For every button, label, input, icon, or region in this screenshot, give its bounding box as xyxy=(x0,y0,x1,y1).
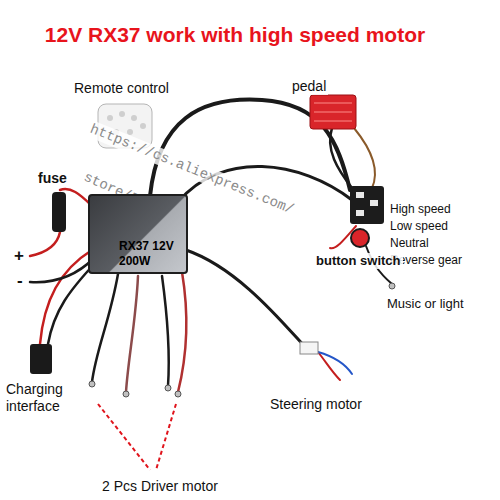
gear-switch-slot xyxy=(356,192,364,198)
connectors xyxy=(30,283,395,397)
controller-label: RX37 12V 200W xyxy=(119,239,181,268)
wire-tip xyxy=(89,381,95,387)
title: 12V RX37 work with high speed motor xyxy=(45,22,425,47)
gear-label: Neutral xyxy=(388,236,431,250)
gear-label: Low speed xyxy=(388,219,450,233)
motor-wire xyxy=(92,274,118,382)
gear-switch-slot xyxy=(370,200,378,206)
part-label: 2 Pcs Driver motor xyxy=(100,478,220,495)
part-label: fuse xyxy=(36,170,69,187)
pedal-picture xyxy=(310,95,356,129)
remote-key xyxy=(119,111,125,117)
gear-switch-picture xyxy=(350,186,384,247)
battery-plus-wire xyxy=(30,232,60,256)
gear-switch-slot xyxy=(356,210,364,216)
polarity-sign: - xyxy=(15,271,25,291)
motor-wire xyxy=(178,272,186,392)
gear-switch-body xyxy=(350,186,384,224)
steering-connector xyxy=(300,342,318,354)
steering-wire xyxy=(186,250,306,348)
charging-plug xyxy=(30,344,52,374)
remote-key xyxy=(107,115,113,121)
steering-lead xyxy=(318,352,352,374)
wire-tip xyxy=(165,385,171,391)
controller-box: RX37 12V 200W xyxy=(88,194,188,274)
motor-wire xyxy=(126,276,138,392)
part-label: Charging interface xyxy=(4,381,80,415)
part-label: Steering motor xyxy=(268,396,364,413)
fuse-holder xyxy=(52,192,66,232)
pedal-rib xyxy=(314,111,352,113)
part-label: pedal xyxy=(290,78,328,95)
fuse-picture xyxy=(52,192,66,232)
gear-label: High speed xyxy=(388,202,453,216)
button-switch-picture xyxy=(351,229,369,247)
pedal-wire xyxy=(330,128,352,188)
leader-line xyxy=(156,404,176,470)
pedal-wire xyxy=(354,128,375,188)
pedal-rib xyxy=(314,120,352,122)
battery-minus-wire xyxy=(30,258,94,282)
wire-tip xyxy=(389,283,395,289)
part-label: Music or light xyxy=(385,296,466,312)
harness-wires xyxy=(30,100,392,392)
part-label: button switch xyxy=(314,253,403,269)
pedal-rib xyxy=(314,102,352,104)
pedal-body xyxy=(310,95,356,129)
wire-tip xyxy=(175,391,181,397)
wire-tip xyxy=(123,391,129,397)
motor-leader-lines xyxy=(98,404,176,470)
part-label: Remote control xyxy=(72,80,171,97)
motor-wire xyxy=(162,276,169,386)
remote-key xyxy=(140,123,146,129)
remote-key xyxy=(131,115,137,121)
leader-line xyxy=(98,404,150,470)
polarity-sign: + xyxy=(12,246,26,266)
